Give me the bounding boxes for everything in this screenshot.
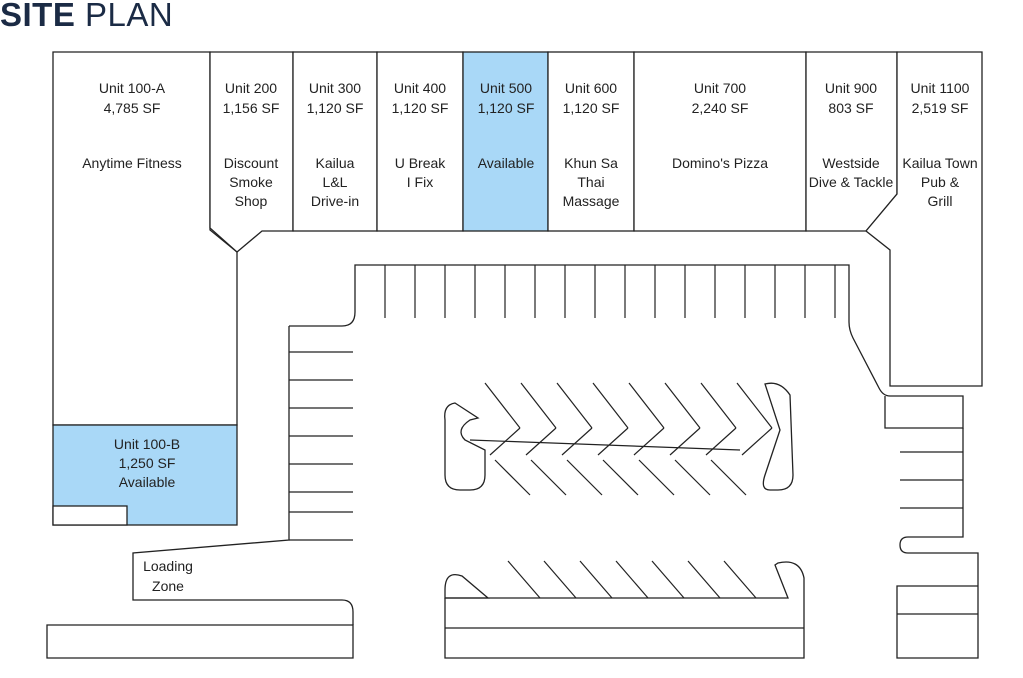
parking-stalls — [289, 265, 978, 615]
title-bold: SITE — [0, 0, 76, 33]
unit-100b-notch — [52, 505, 128, 526]
unit-300-shape[interactable] — [292, 51, 378, 232]
title-light: PLAN — [85, 0, 174, 33]
left-stalls — [289, 351, 353, 541]
right-stalls — [897, 451, 978, 615]
unit-700-shape[interactable] — [633, 51, 807, 232]
bottom-stalls — [507, 560, 757, 599]
site-lines — [46, 264, 979, 659]
center-stalls — [469, 382, 773, 496]
top-stalls — [384, 265, 836, 318]
unit-400-shape[interactable] — [376, 51, 464, 232]
page-title: SITE PLAN — [0, 0, 173, 34]
buildings — [52, 51, 983, 526]
unit-900-shape[interactable] — [805, 51, 898, 232]
unit-500-shape[interactable] — [462, 51, 549, 232]
unit-1100-shape[interactable] — [865, 51, 983, 387]
unit-600-shape[interactable] — [547, 51, 635, 232]
